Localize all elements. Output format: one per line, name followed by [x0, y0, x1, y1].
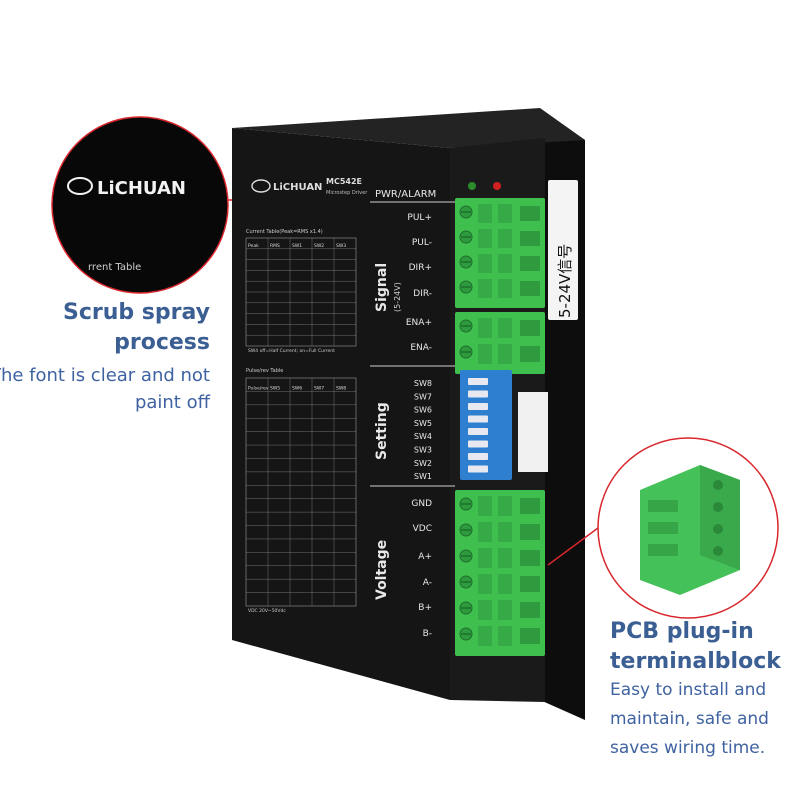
left-callout-body: The font is clear and not paint off	[0, 365, 210, 413]
side-sticker-text: 5-24V信号	[556, 244, 574, 318]
switch-label: SW1	[414, 472, 432, 481]
terminal-block-voltage	[455, 490, 545, 656]
voltage-pin-label: B-	[423, 629, 432, 639]
signal-section-label: Signal	[374, 263, 390, 312]
signal-range-label: (5-24V)	[393, 282, 402, 312]
switch-label: SW6	[414, 406, 432, 415]
device-top-edge	[232, 108, 585, 148]
current-table: Peak RMS SW1 SW2 SW3	[245, 237, 357, 347]
table-header-cell: SW3	[336, 243, 346, 249]
switch-label: SW2	[414, 459, 432, 468]
voltage-section-label: Voltage	[374, 540, 390, 600]
right-callout-line	[547, 527, 599, 566]
terminal-block-signal-enable	[455, 312, 545, 374]
signal-pin-label: ENA-	[410, 343, 432, 353]
voltage-pin-labels: GND VDC A+ A- B+ B-	[411, 499, 432, 639]
right-callout-body: Easy to install and maintain, safe and s…	[610, 680, 769, 758]
pwr-alarm-label: PWR/ALARM	[375, 189, 436, 200]
pulse-table-title: Pulse/rev Table	[246, 368, 283, 374]
table-header-cell: SW8	[336, 385, 346, 391]
signal-pin-label: DIR+	[409, 263, 432, 273]
voltage-pin-label: GND	[411, 499, 432, 509]
switch-label: SW5	[414, 419, 432, 428]
voltage-pin-label: B+	[418, 603, 432, 613]
left-callout-title: Scrub spray process	[62, 300, 210, 355]
right-callout-title: PCB plug-in terminalblock	[610, 619, 781, 674]
switch-label: SW3	[414, 446, 432, 455]
device-logo: LiCHUAN MC542E Microstep Driver	[251, 177, 368, 196]
device-model-text: MC542E	[326, 177, 362, 186]
side-small-sticker	[518, 392, 548, 472]
table-header-cell: SW6	[292, 385, 302, 391]
switch-label: SW7	[414, 392, 432, 401]
led-red	[493, 182, 501, 190]
signal-pin-label: PUL+	[407, 213, 432, 223]
table-header-cell: SW7	[314, 385, 324, 391]
led-green	[468, 182, 476, 190]
magnified-logo-icon	[67, 177, 93, 195]
table-header-cell: RMS	[270, 243, 280, 249]
dip-switch-levers	[468, 378, 488, 473]
voltage-pin-label: VDC	[413, 524, 432, 534]
current-note: SW4 off=Half Current; on=Full Current	[248, 348, 335, 354]
table-header-cell: Peak	[248, 243, 259, 249]
device-subtitle-text: Microstep Driver	[326, 190, 368, 196]
magnified-sub-text: rrent Table	[88, 262, 141, 273]
switch-label: SW8	[414, 379, 432, 388]
current-table-title: Current Table(Peak=RMS x1.4)	[246, 229, 323, 235]
table-header-cell: Pulse/rev	[248, 385, 269, 391]
signal-pin-label: DIR-	[413, 289, 432, 299]
magnified-brand-text: LiCHUAN	[97, 178, 186, 199]
device-brand-text: LiCHUAN	[273, 182, 322, 193]
side-sticker	[548, 180, 578, 320]
dip-switch	[460, 370, 512, 480]
signal-pin-label: ENA+	[406, 318, 432, 328]
table-header-cell: SW2	[314, 243, 324, 249]
voltage-pin-label: A+	[418, 552, 432, 562]
signal-pin-label: PUL-	[412, 238, 432, 248]
table-header-cell: SW1	[292, 243, 302, 249]
device-front-face	[232, 128, 450, 700]
switch-label: SW4	[414, 432, 432, 441]
terminal-connector-illustration	[640, 465, 740, 595]
voltage-pin-label: A-	[423, 578, 432, 588]
signal-pin-labels: PUL+ PUL- DIR+ DIR- ENA+ ENA-	[406, 213, 432, 353]
left-magnifier-circle	[51, 116, 229, 294]
terminal-block-signal-top	[455, 198, 545, 308]
table-header-cell: SW5	[270, 385, 280, 391]
setting-section-label: Setting	[374, 402, 390, 460]
device-bottom-note: VDC 20V~50Vdc	[248, 608, 286, 614]
